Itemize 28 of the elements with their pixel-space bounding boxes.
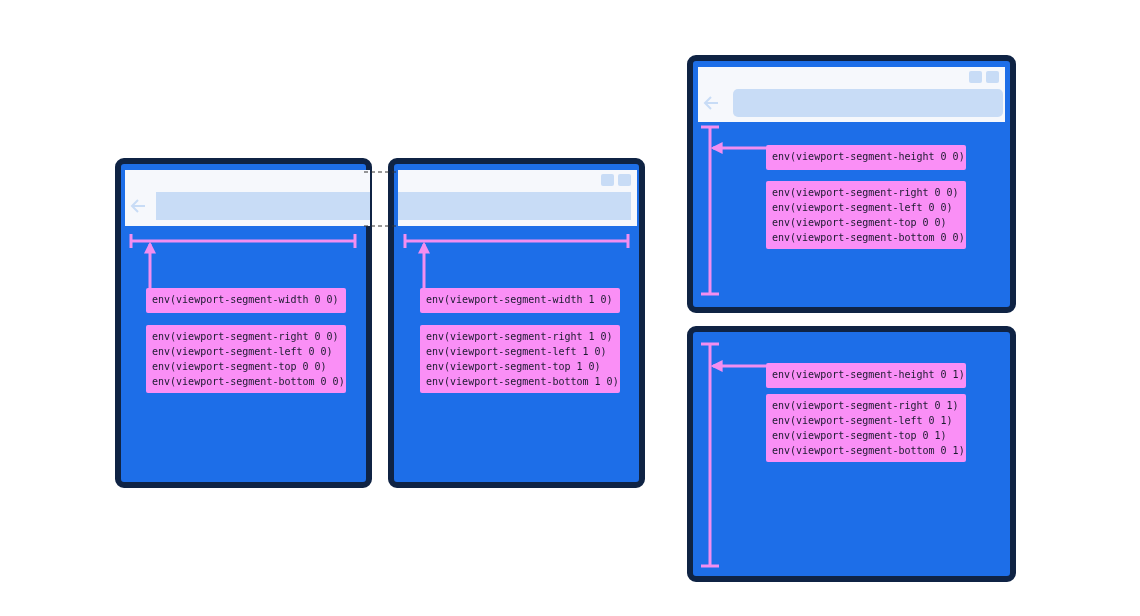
code-line: env(viewport-segment-top 0 0) xyxy=(152,360,328,374)
arrow xyxy=(144,241,156,288)
code-line: env(viewport-segment-left 0 1) xyxy=(772,414,954,428)
code-label: env(viewport-segment-height 0 1) xyxy=(766,363,966,388)
code-label: env(viewport-segment-width 0 0) xyxy=(146,288,346,313)
device-screen xyxy=(115,158,372,488)
code-list-panel xyxy=(766,181,966,249)
code-list-panel xyxy=(766,394,966,462)
code-line: env(viewport-segment-right 0 0) xyxy=(772,186,960,200)
code-line: env(viewport-segment-right 1 0) xyxy=(426,330,614,344)
code-list-panel xyxy=(420,325,620,393)
code-label: env(viewport-segment-height 0 0) xyxy=(766,145,966,170)
arrow xyxy=(710,360,766,372)
code-list-panel xyxy=(146,325,346,393)
code-line: env(viewport-segment-left 0 0) xyxy=(152,345,334,359)
code-line: env(viewport-segment-right 0 1) xyxy=(772,399,960,413)
device-screen xyxy=(388,158,645,488)
code-line: env(viewport-segment-left 1 0) xyxy=(426,345,608,359)
code-line: env(viewport-segment-top 1 0) xyxy=(426,360,602,374)
code-line: env(viewport-segment-left 0 0) xyxy=(772,201,954,215)
code-line: env(viewport-segment-top 0 0) xyxy=(772,216,948,230)
code-line: env(viewport-segment-top 0 1) xyxy=(772,429,948,443)
device-screen xyxy=(687,326,1016,582)
code-label: env(viewport-segment-width 1 0) xyxy=(420,288,620,313)
code-line: env(viewport-segment-right 0 0) xyxy=(152,330,340,344)
arrow xyxy=(710,142,766,154)
device-screen xyxy=(687,55,1016,313)
arrow xyxy=(418,241,430,288)
